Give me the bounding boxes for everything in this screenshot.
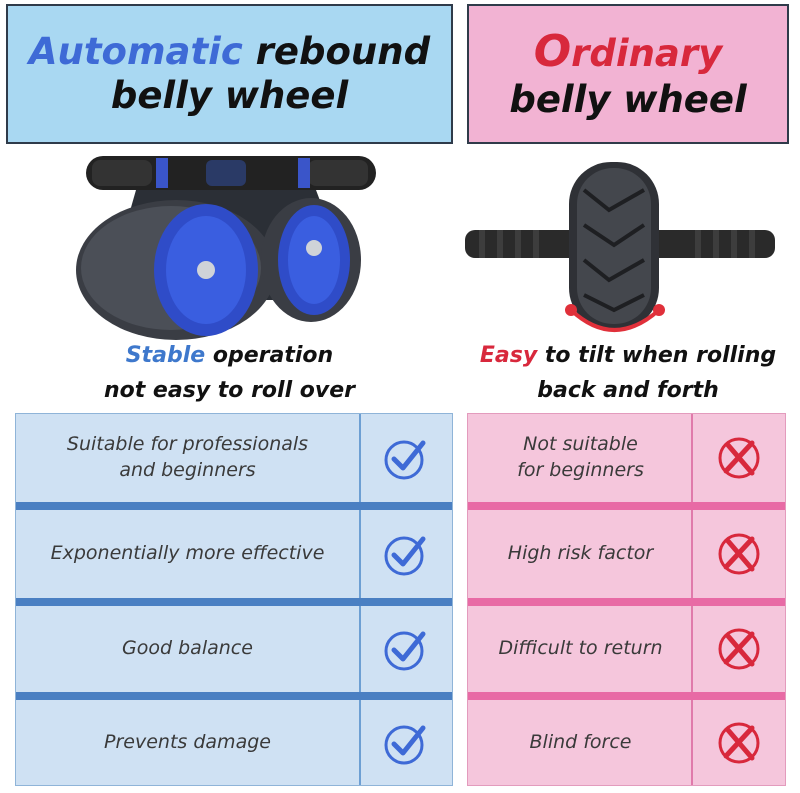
ordinary-wheel-caption: Easy to tilt when rolling back and forth [467,338,789,408]
check-circle-icon [384,725,425,765]
row-separator [16,598,452,606]
caption-highlight: Stable [125,343,206,368]
row-separator [468,692,785,700]
header-accent-word: Automatic [28,30,243,74]
row-text-line1: Blind force [529,731,632,754]
row-text-line2: and beginners [119,459,256,481]
x-circle-icon [718,628,760,670]
row-text-line1: Suitable for professionals [66,433,309,456]
table-row: Good balance [16,606,452,692]
automatic-wheel-header: Automatic rebound belly wheel [6,4,453,144]
caption-line1-rest: operation [205,343,334,368]
row-text-line1: Difficult to return [498,637,663,660]
row-separator [468,502,785,510]
check-circle-icon [384,631,425,671]
caption-line2: not easy to roll over [103,378,356,403]
header-line1-rest: rebound [242,30,431,74]
caption-highlight: Easy [479,343,538,368]
ordinary-wheel-image [465,162,775,332]
automatic-rebound-wheel-image [76,156,376,340]
row-separator [468,598,785,606]
table-row: Suitable for professionals and beginners [16,414,452,502]
row-text-line1: Good balance [122,637,253,660]
x-circle-icon [718,533,760,575]
automatic-wheel-column: Automatic rebound belly wheel Stable ope… [6,0,453,793]
header-line1-rest: rdinary [571,32,723,76]
row-text-line1: High risk factor [507,542,654,565]
ordinary-wheel-header: Ordinary belly wheel [467,4,789,144]
row-text-line2: for beginners [517,459,644,481]
row-text-line1: Exponentially more effective [50,542,325,565]
table-row: Exponentially more effective [16,510,452,598]
automatic-wheel-caption: Stable operation not easy to roll over [6,338,453,408]
row-separator [16,502,452,510]
check-circle-icon [384,440,425,480]
table-row: Blind force [468,700,785,786]
table-row: Difficult to return [468,606,785,692]
table-row: Not suitable for beginners [468,414,785,502]
check-circle-icon [384,536,425,576]
table-row: Prevents damage [16,700,452,786]
x-circle-icon [718,722,760,764]
row-text-line1: Not suitable [523,433,638,456]
caption-line2: back and forth [537,378,719,403]
caption-line1-rest: to tilt when rolling [537,343,777,368]
ordinary-wheel-column: Ordinary belly wheel Easy to tilt when r… [465,0,789,793]
header-accent-letter: O [533,26,572,78]
x-circle-icon [718,437,760,479]
header-line2: belly wheel [509,78,747,122]
row-separator [16,692,452,700]
row-text-line1: Prevents damage [104,731,271,754]
table-row: High risk factor [468,510,785,598]
header-line2: belly wheel [110,74,349,117]
ordinary-wheel-drawbacks-table: Not suitable for beginners High risk fact… [467,413,786,786]
